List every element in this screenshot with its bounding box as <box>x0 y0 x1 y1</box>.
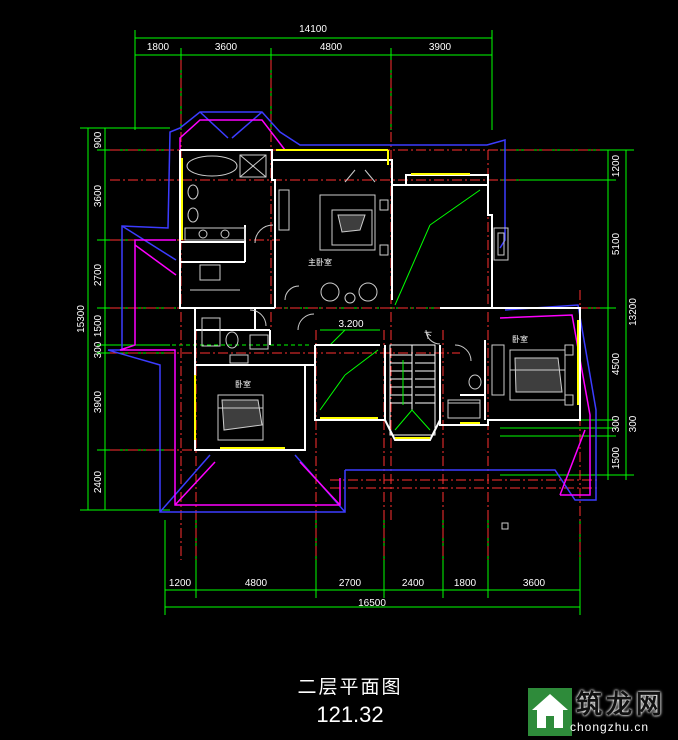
dim-left-7: 2400 <box>93 470 104 493</box>
dim-right-6: 1500 <box>611 446 622 469</box>
dim-left-6: 3900 <box>93 390 104 413</box>
dim-bottom-3: 2700 <box>339 578 362 589</box>
dim-left-total: 15300 <box>76 305 87 333</box>
dim-right-total: 13200 <box>628 298 639 326</box>
dim-top-total: 14100 <box>299 24 327 35</box>
dim-top-3: 4800 <box>320 42 343 53</box>
room-label-bedroom-left: 卧室 <box>235 379 251 389</box>
void-markers <box>319 189 481 411</box>
level-mark: 3.200 <box>338 319 363 330</box>
dim-bottom-4: 2400 <box>402 578 425 589</box>
dim-bottom-2: 4800 <box>245 578 268 589</box>
dim-right-1: 1200 <box>611 154 622 177</box>
house-logo-icon <box>528 688 572 736</box>
windows <box>181 149 579 449</box>
dim-top-2: 3600 <box>215 42 238 53</box>
room-label-bedroom-right: 卧室 <box>512 334 528 344</box>
plan-area: 121.32 <box>316 702 384 727</box>
eave-outline <box>119 119 591 506</box>
dim-left-4: 1500 <box>93 314 104 337</box>
dim-left-5: 300 <box>93 341 104 358</box>
dim-bottom-1: 1200 <box>169 578 192 589</box>
dim-bottom-5: 1800 <box>454 578 477 589</box>
dim-top-1: 1800 <box>147 42 170 53</box>
watermark-name: 筑龙网 <box>576 690 667 720</box>
dim-right-2: 5100 <box>611 232 622 255</box>
dim-right-5: 300 <box>628 415 639 432</box>
dim-right-3: 4500 <box>611 352 622 375</box>
dim-left-3: 2700 <box>93 263 104 286</box>
stair-down-label: 下 <box>424 331 432 340</box>
plan-title: 二层平面图 <box>297 676 403 698</box>
room-label-master: 主卧室 <box>308 257 332 267</box>
watermark-url: chongzhu.cn <box>570 720 650 734</box>
dim-left-2: 3600 <box>93 184 104 207</box>
dim-bottom-total: 16500 <box>358 598 386 609</box>
furniture <box>184 154 574 530</box>
dim-top-4: 3900 <box>429 42 452 53</box>
dim-left-1: 900 <box>93 131 104 148</box>
watermark: 筑龙网 chongzhu.cn <box>528 684 678 740</box>
dim-right-4: 300 <box>611 415 622 432</box>
staircase <box>389 344 436 436</box>
dim-bottom-6: 3600 <box>523 578 546 589</box>
walls <box>179 149 581 451</box>
dimension-labels: 14100 1800 3600 4800 3900 1200 4800 2700… <box>76 24 639 609</box>
